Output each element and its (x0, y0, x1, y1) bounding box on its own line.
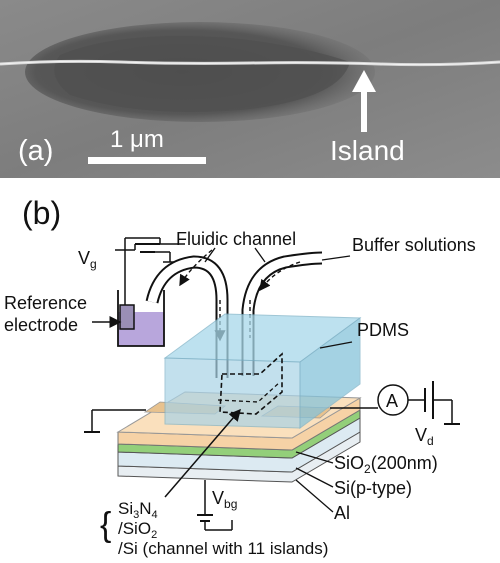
electrode-rod (119, 304, 135, 330)
reference-label-2: electrode (4, 315, 78, 335)
stack-line-2: /SiO2 (118, 519, 157, 541)
panel-a-label: (a) (18, 135, 53, 167)
fluidic-tubes (145, 247, 351, 378)
panel-b-schematic: (b) Vg Reference electrode (4, 195, 476, 558)
island-label: Island (330, 135, 405, 166)
fluidic-channel-label: Fluidic channel (176, 229, 296, 249)
scale-bar (88, 157, 206, 164)
back-gate: Vbg (197, 480, 237, 531)
drain-circuit: A Vd (330, 381, 460, 448)
stack-line-1: Si3N4 (118, 499, 158, 521)
vd-label: Vd (415, 425, 434, 448)
al-label: Al (334, 503, 350, 523)
pdms-label: PDMS (357, 320, 409, 340)
panel-b-label: (b) (22, 195, 61, 231)
vg-label: Vg (78, 248, 97, 271)
stack-line-3: /Si (channel with 11 islands) (118, 539, 328, 558)
pdms-block (163, 313, 362, 429)
scale-bar-label: 1 μm (110, 126, 164, 153)
si-label: Si(p-type) (334, 478, 412, 498)
reference-label-1: Reference (4, 293, 87, 313)
buffer-solutions-label: Buffer solutions (352, 235, 476, 255)
sio2-label: SiO2(200nm) (334, 453, 438, 476)
ammeter-label: A (386, 391, 398, 411)
reference-electrode-beaker: Reference electrode (4, 290, 165, 347)
vbg-label: Vbg (212, 488, 237, 511)
source-ground (84, 409, 146, 433)
brace-icon: { (100, 506, 111, 544)
panel-a-sem-image: (a) 1 μm Island (0, 0, 500, 178)
